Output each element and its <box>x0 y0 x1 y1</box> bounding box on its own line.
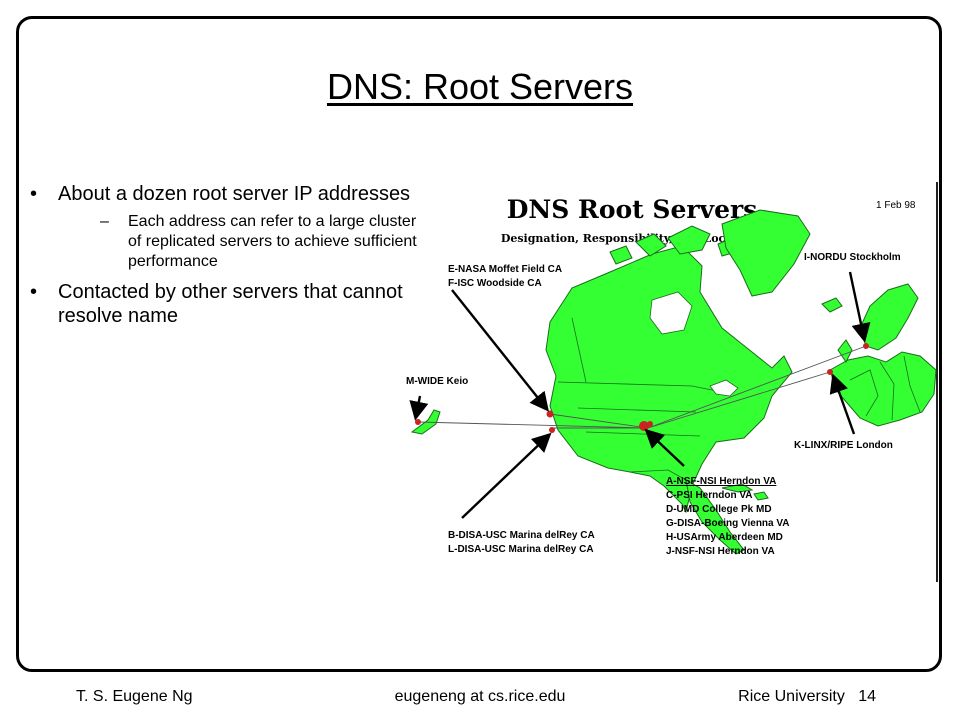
iceland-landmass <box>821 297 843 313</box>
bullet-text: Contacted by other servers that cannot r… <box>58 281 403 327</box>
label-disa-l: L-DISA-USC Marina delRey CA <box>448 544 594 555</box>
footer-institution: Rice University <box>738 688 845 705</box>
server-labels: E-NASA Moffet Field CA F-ISC Woodside CA… <box>406 252 901 557</box>
connection-lines <box>417 345 867 429</box>
marker-london <box>827 369 833 375</box>
bullet-item: Contacted by other servers that cannot r… <box>30 280 430 328</box>
map-date: 1 Feb 98 <box>876 200 916 211</box>
footer-page-number: 14 <box>858 688 876 705</box>
arctic-island-3 <box>609 245 633 265</box>
label-nasa-moffet: E-NASA Moffet Field CA <box>448 264 562 275</box>
great-lakes <box>709 379 739 397</box>
footer-email: eugeneng at cs.rice.edu <box>394 688 566 705</box>
label-umd-college-pk: D-UMD College Pk MD <box>666 504 772 515</box>
label-psi-herndon: C-PSI Herndon VA <box>666 490 752 501</box>
arctic-island-1 <box>667 225 711 255</box>
central-america-landmass <box>685 479 745 555</box>
label-nsf-nsi-herndon: J-NSF-NSI Herndon VA <box>666 546 775 557</box>
label-linx-london: K-LINX/RIPE London <box>794 440 893 451</box>
marker-stockholm <box>863 343 869 349</box>
british-isles-landmass <box>837 339 853 363</box>
callout-arrows <box>409 271 871 519</box>
arctic-island-2 <box>635 233 667 257</box>
cuba-landmass <box>721 483 754 493</box>
marker-moffet-field <box>546 410 554 418</box>
slide-title: DNS: Root Servers <box>326 66 634 107</box>
sub-bullet-item: Each address can refer to a large cluste… <box>100 212 430 272</box>
marker-aberdeen <box>647 421 653 427</box>
bullet-item: About a dozen root server IP addresses E… <box>30 182 430 272</box>
marker-marina-delrey <box>549 427 555 433</box>
land-masses <box>410 209 937 555</box>
server-markers <box>415 343 869 433</box>
label-disa-boeing: G-DISA-Boeing Vienna VA <box>666 518 790 529</box>
slide-frame <box>16 16 942 672</box>
label-disa-b: B-DISA-USC Marina delRey CA <box>448 530 595 541</box>
dns-root-servers-map: DNS Root Servers Designation, Responsibi… <box>406 195 937 557</box>
hispaniola-landmass <box>753 491 769 501</box>
bullet-list: About a dozen root server IP addresses E… <box>30 182 430 334</box>
europe-landmass <box>829 351 937 427</box>
scandinavia-landmass <box>859 283 919 351</box>
north-america-landmass <box>545 245 793 514</box>
label-isc-woodside: F-ISC Woodside CA <box>448 278 542 289</box>
sub-bullet-text: Each address can refer to a large cluste… <box>128 213 417 270</box>
label-usarmy-aberdeen: H-USArmy Aberdeen MD <box>666 532 783 543</box>
figure-border <box>936 182 938 582</box>
label-herndon-a: A-NSF-NSI Herndon VA <box>666 476 776 487</box>
greenland-landmass <box>721 209 811 297</box>
map-title: DNS Root Servers <box>507 195 757 224</box>
marker-keio <box>415 419 421 425</box>
footer-institution-page: Rice University 14 <box>738 688 876 706</box>
water-bodies <box>649 291 739 397</box>
bullet-text: About a dozen root server IP addresses <box>58 183 411 205</box>
marker-herndon-cluster <box>639 421 649 431</box>
label-nordu-stockholm: I-NORDU Stockholm <box>804 252 901 263</box>
border-lines <box>557 317 921 481</box>
label-wide-keio: M-WIDE Keio <box>406 376 468 387</box>
hudson-bay <box>649 291 693 335</box>
footer-author: T. S. Eugene Ng <box>76 688 193 705</box>
